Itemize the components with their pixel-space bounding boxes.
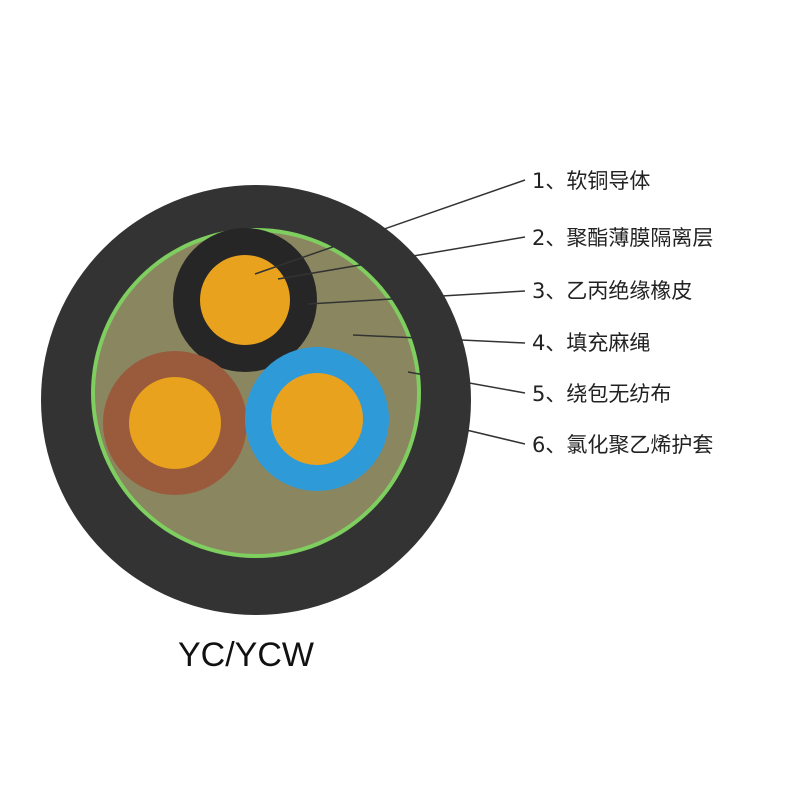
legend-item-1: 1、软铜导体	[532, 169, 650, 193]
leader-lines	[254, 179, 526, 445]
core-bottom-right-conductor	[271, 373, 363, 465]
leader-line-6	[432, 421, 526, 445]
legend-item-5: 5、绕包无纺布	[532, 382, 671, 406]
core-bottom-left	[103, 351, 247, 495]
leader-line-3	[307, 290, 526, 305]
legend-item-2: 2、聚酯薄膜隔离层	[532, 226, 713, 250]
core-top	[173, 228, 317, 372]
core-bottom-right	[245, 347, 389, 491]
legend-item-4: 4、填充麻绳	[532, 331, 650, 355]
core-top-conductor	[200, 255, 290, 345]
leader-line-1	[254, 179, 526, 275]
leader-line-5	[407, 371, 526, 394]
core-bottom-left-conductor	[129, 377, 221, 469]
leader-line-4	[352, 334, 526, 344]
diagram-caption: YC/YCW	[178, 636, 314, 674]
leader-line-2	[277, 236, 526, 280]
legend-item-3: 3、乙丙绝缘橡皮	[532, 279, 692, 303]
legend-item-6: 6、氯化聚乙烯护套	[532, 433, 713, 457]
legend: 1、软铜导体 2、聚酯薄膜隔离层 3、乙丙绝缘橡皮 4、填充麻绳 5、绕包无纺布…	[532, 169, 713, 457]
